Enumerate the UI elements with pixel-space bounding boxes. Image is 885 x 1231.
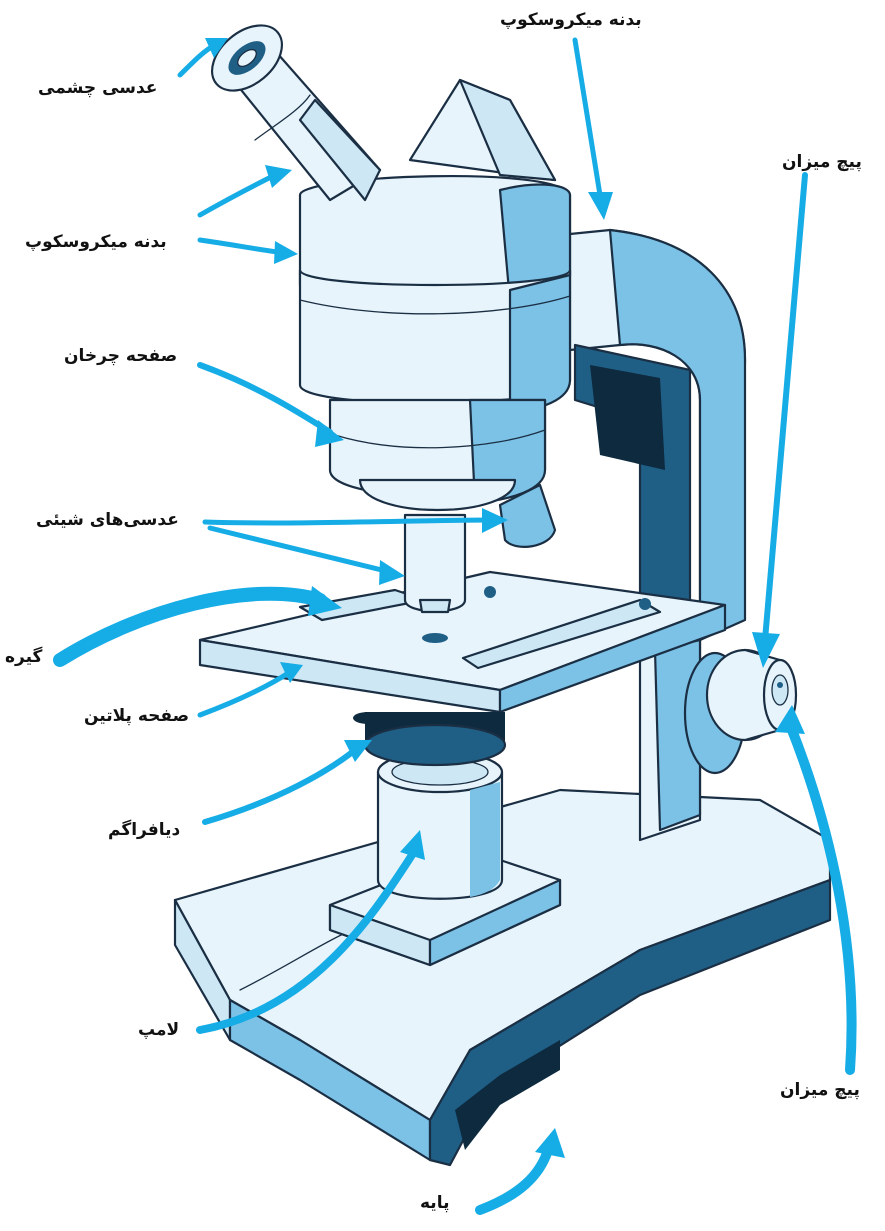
label-clip: گیره	[5, 649, 42, 666]
label-adjustment-bottom: پیچ میزان	[780, 1082, 860, 1099]
nosepiece-shape	[330, 400, 545, 510]
label-body-left: بدنه میکروسکوپ	[25, 234, 167, 251]
label-stage: صفحه پلاتین	[84, 708, 189, 725]
focus-knob-shape	[685, 650, 796, 773]
label-revolving-nosepiece: صفحه چرخان	[64, 348, 177, 365]
label-lamp: لامپ	[138, 1022, 179, 1039]
label-objective-lenses: عدسی‌های شیئی	[36, 512, 179, 529]
label-diaphragm: دیافراگم	[108, 822, 180, 839]
diaphragm-shape	[353, 712, 505, 765]
label-base: پایه	[420, 1195, 449, 1212]
label-eyepiece: عدسی چشمی	[38, 80, 157, 97]
label-adjustment-top: پیچ میزان	[782, 154, 862, 171]
label-body-top: بدنه میکروسکوپ	[500, 12, 642, 29]
